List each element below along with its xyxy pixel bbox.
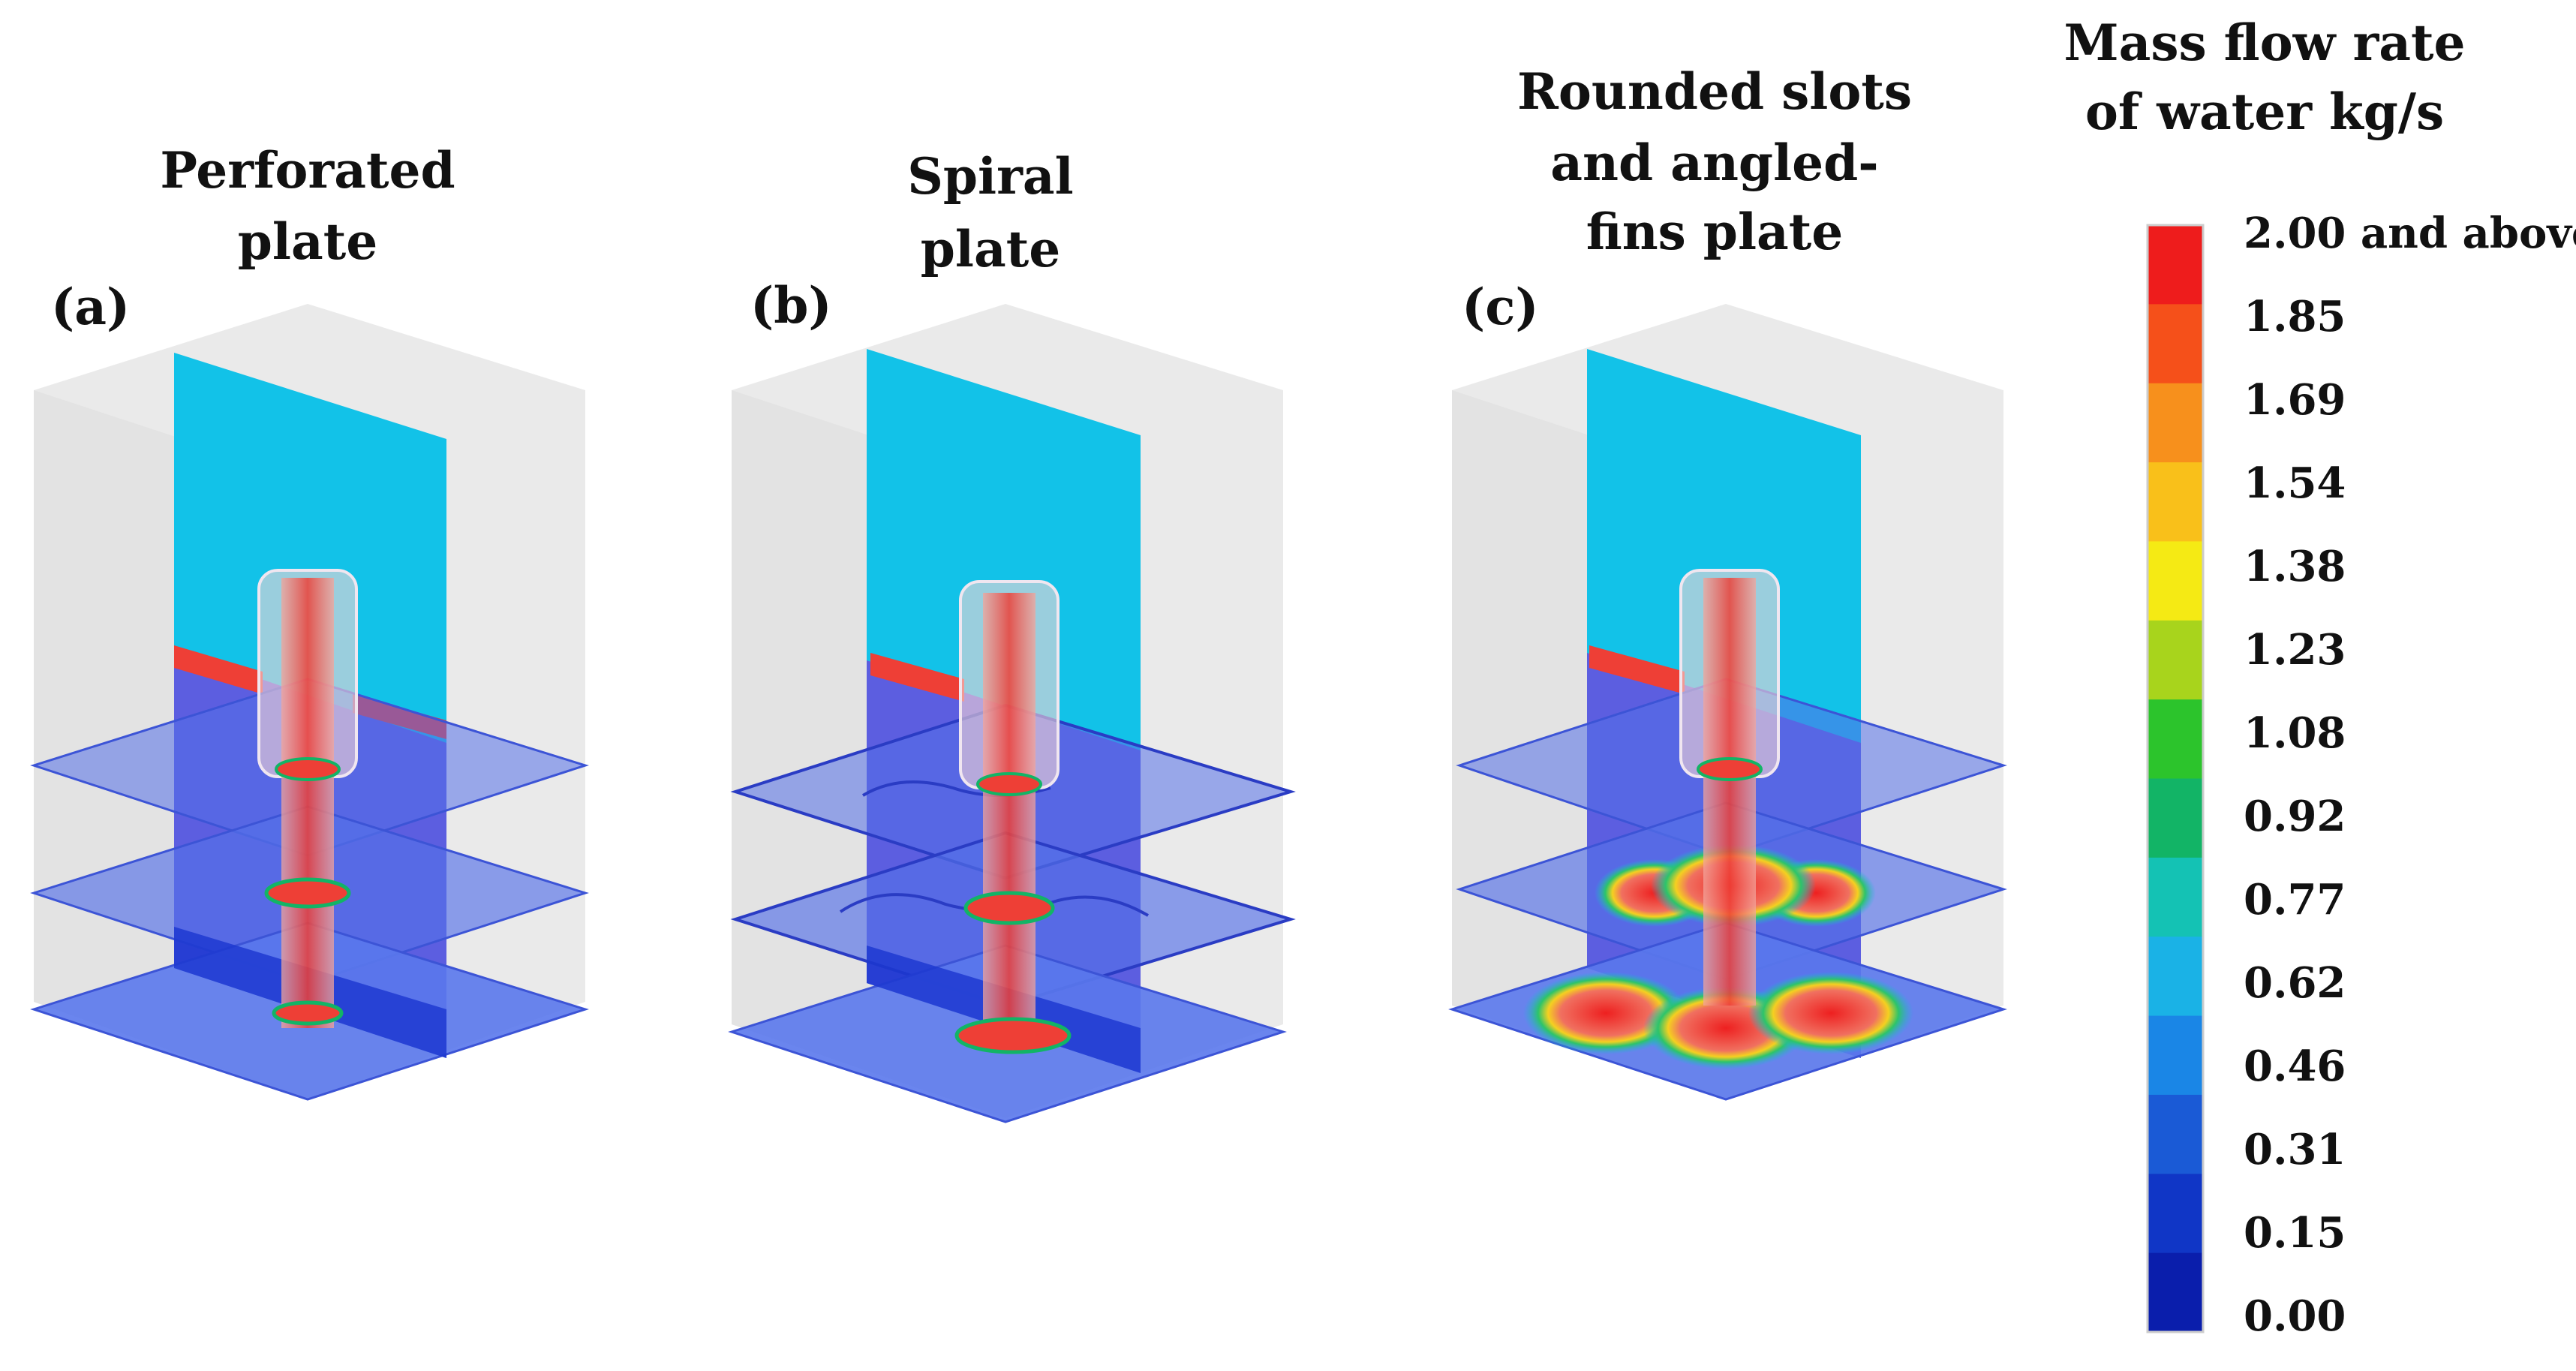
- colorbar-segment: [2148, 857, 2203, 938]
- inner-jet: [1703, 578, 1756, 1006]
- colorbar-segment: [2148, 462, 2203, 543]
- colorbar-segment: [2148, 1174, 2203, 1254]
- colorbar-segment: [2148, 699, 2203, 780]
- colorbar-tick-label: 1.85: [2244, 292, 2346, 341]
- inner-jet: [983, 593, 1036, 1043]
- colorbar-segment: [2148, 937, 2203, 1017]
- colorbar: [2146, 224, 2205, 1333]
- colorbar-segment: [2148, 620, 2203, 701]
- panel-label: (a): [51, 278, 130, 336]
- colorbar-ticks: 2.00 and above 1.85 1.69 1.54 1.38 1.23 1.08 0.…: [2244, 209, 2576, 1341]
- hot-band: [870, 653, 964, 702]
- panel-label: (b): [750, 276, 832, 335]
- colorbar-segment: [2148, 1094, 2203, 1175]
- colorbar-tick-label: 1.23: [2244, 625, 2346, 675]
- legend-title-line-2: of water kg/s: [2085, 83, 2444, 141]
- panel-spiral-plate: Spiral plate (b): [728, 147, 1296, 1123]
- colorbar-tick-label: 0.31: [2244, 1125, 2346, 1174]
- legend-title-line-1: Mass flow rate: [2064, 14, 2466, 72]
- panel-title-line-1: Perforated: [160, 141, 455, 200]
- colorbar-segment: [2148, 778, 2203, 858]
- colorbar-tick-label: 0.46: [2244, 1042, 2346, 1091]
- colorbar-segment: [2148, 225, 2203, 305]
- panel-title-line-1: Spiral: [907, 147, 1074, 206]
- panel-title-line-2: plate: [921, 220, 1060, 278]
- jet-ring-2: [264, 877, 351, 909]
- colorbar-frame: [2146, 224, 2205, 1333]
- colorbar-tick-label: 1.38: [2244, 542, 2346, 591]
- colorbar-tick-label: 0.77: [2244, 875, 2346, 925]
- jet-ring-2: [963, 891, 1055, 925]
- colorbar-segment: [2148, 1015, 2203, 1096]
- hotspot-bottom-right: [1748, 972, 1913, 1054]
- colorbar-segment: [2148, 383, 2203, 464]
- hot-band: [1589, 645, 1685, 694]
- colorbar-tick-label: 0.62: [2244, 958, 2346, 1008]
- hot-band: [174, 645, 263, 694]
- jet-ring-1: [1697, 757, 1763, 781]
- jet-ring-3: [954, 1017, 1072, 1054]
- panel-label: (c): [1462, 278, 1539, 336]
- colorbar-legend: Mass flow rate of water kg/s 2.00 and ab…: [2064, 14, 2576, 1341]
- colorbar-segment: [2148, 304, 2203, 384]
- inner-jet: [281, 578, 334, 1028]
- colorbar-tick-label: 2.00 and above: [2244, 209, 2576, 258]
- colorbar-tick-label: 0.15: [2244, 1208, 2346, 1258]
- panel-rounded-slots-angled-fins-plate: Rounded slots and angled- fins plate (c): [1448, 62, 2007, 1101]
- panel-title-line-1: Rounded slots: [1517, 62, 1912, 121]
- colorbar-tick-label: 1.54: [2244, 459, 2346, 508]
- jet-ring-1: [976, 772, 1042, 796]
- panel-title-line-2: plate: [238, 212, 377, 271]
- jet-ring-3: [272, 1000, 344, 1026]
- panel-title-line-3: fins plate: [1586, 203, 1844, 261]
- jet-ring-1: [275, 757, 341, 781]
- colorbar-tick-label: 1.08: [2244, 708, 2346, 758]
- panel-perforated-plate: Perforated plate (a): [30, 141, 589, 1101]
- panel-title-line-2: and angled-: [1550, 134, 1878, 192]
- colorbar-tick-label: 0.92: [2244, 792, 2346, 841]
- colorbar-tick-label: 1.69: [2244, 375, 2346, 425]
- colorbar-segment: [2148, 541, 2203, 621]
- colorbar-segment: [2148, 1252, 2203, 1333]
- colorbar-tick-label: 0.00: [2244, 1291, 2346, 1341]
